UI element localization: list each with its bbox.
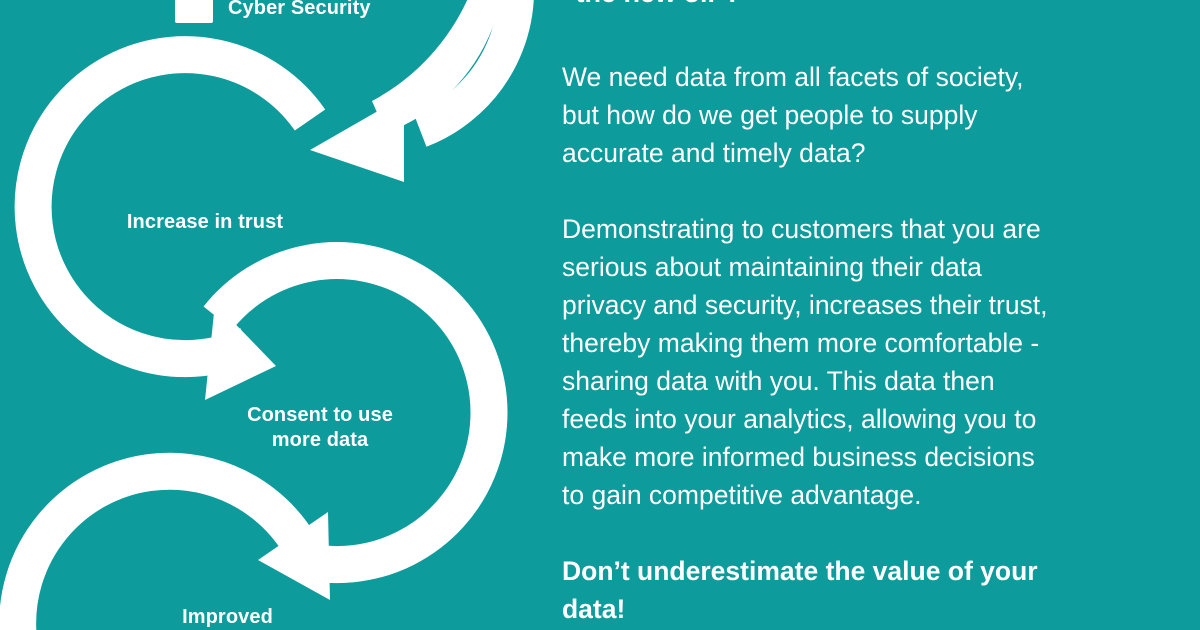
heading-continuation: “the new oil”. bbox=[562, 0, 1177, 12]
cycle-step-label-cyber-security: Cyber Security bbox=[228, 0, 371, 19]
text-panel: “the new oil”. We need data from all fac… bbox=[540, 0, 1200, 630]
cycle-step-label-consent-to-use-more-data: Consent to use more data bbox=[247, 404, 393, 451]
arrow-improved-loop bbox=[0, 452, 316, 630]
closing-statement: Don’t underestimate the value of your da… bbox=[562, 556, 1038, 624]
arrow-cyber-security-to-trust bbox=[310, 0, 534, 182]
arrow-trust-to-consent bbox=[14, 36, 326, 400]
cycle-diagram: Cyber Security Increase in trust Consent… bbox=[0, 0, 540, 630]
body-paragraph-2: Demonstrating to customers that you are … bbox=[562, 214, 1048, 510]
cycle-step-label-increase-in-trust: Increase in trust bbox=[126, 211, 284, 233]
body-paragraph-1: We need data from all facets of society,… bbox=[562, 62, 1024, 168]
cycle-step-label-improved: Improved bbox=[182, 606, 273, 628]
cyber-security-icon bbox=[175, 0, 213, 23]
cycle-arrows-graphic bbox=[0, 0, 534, 630]
